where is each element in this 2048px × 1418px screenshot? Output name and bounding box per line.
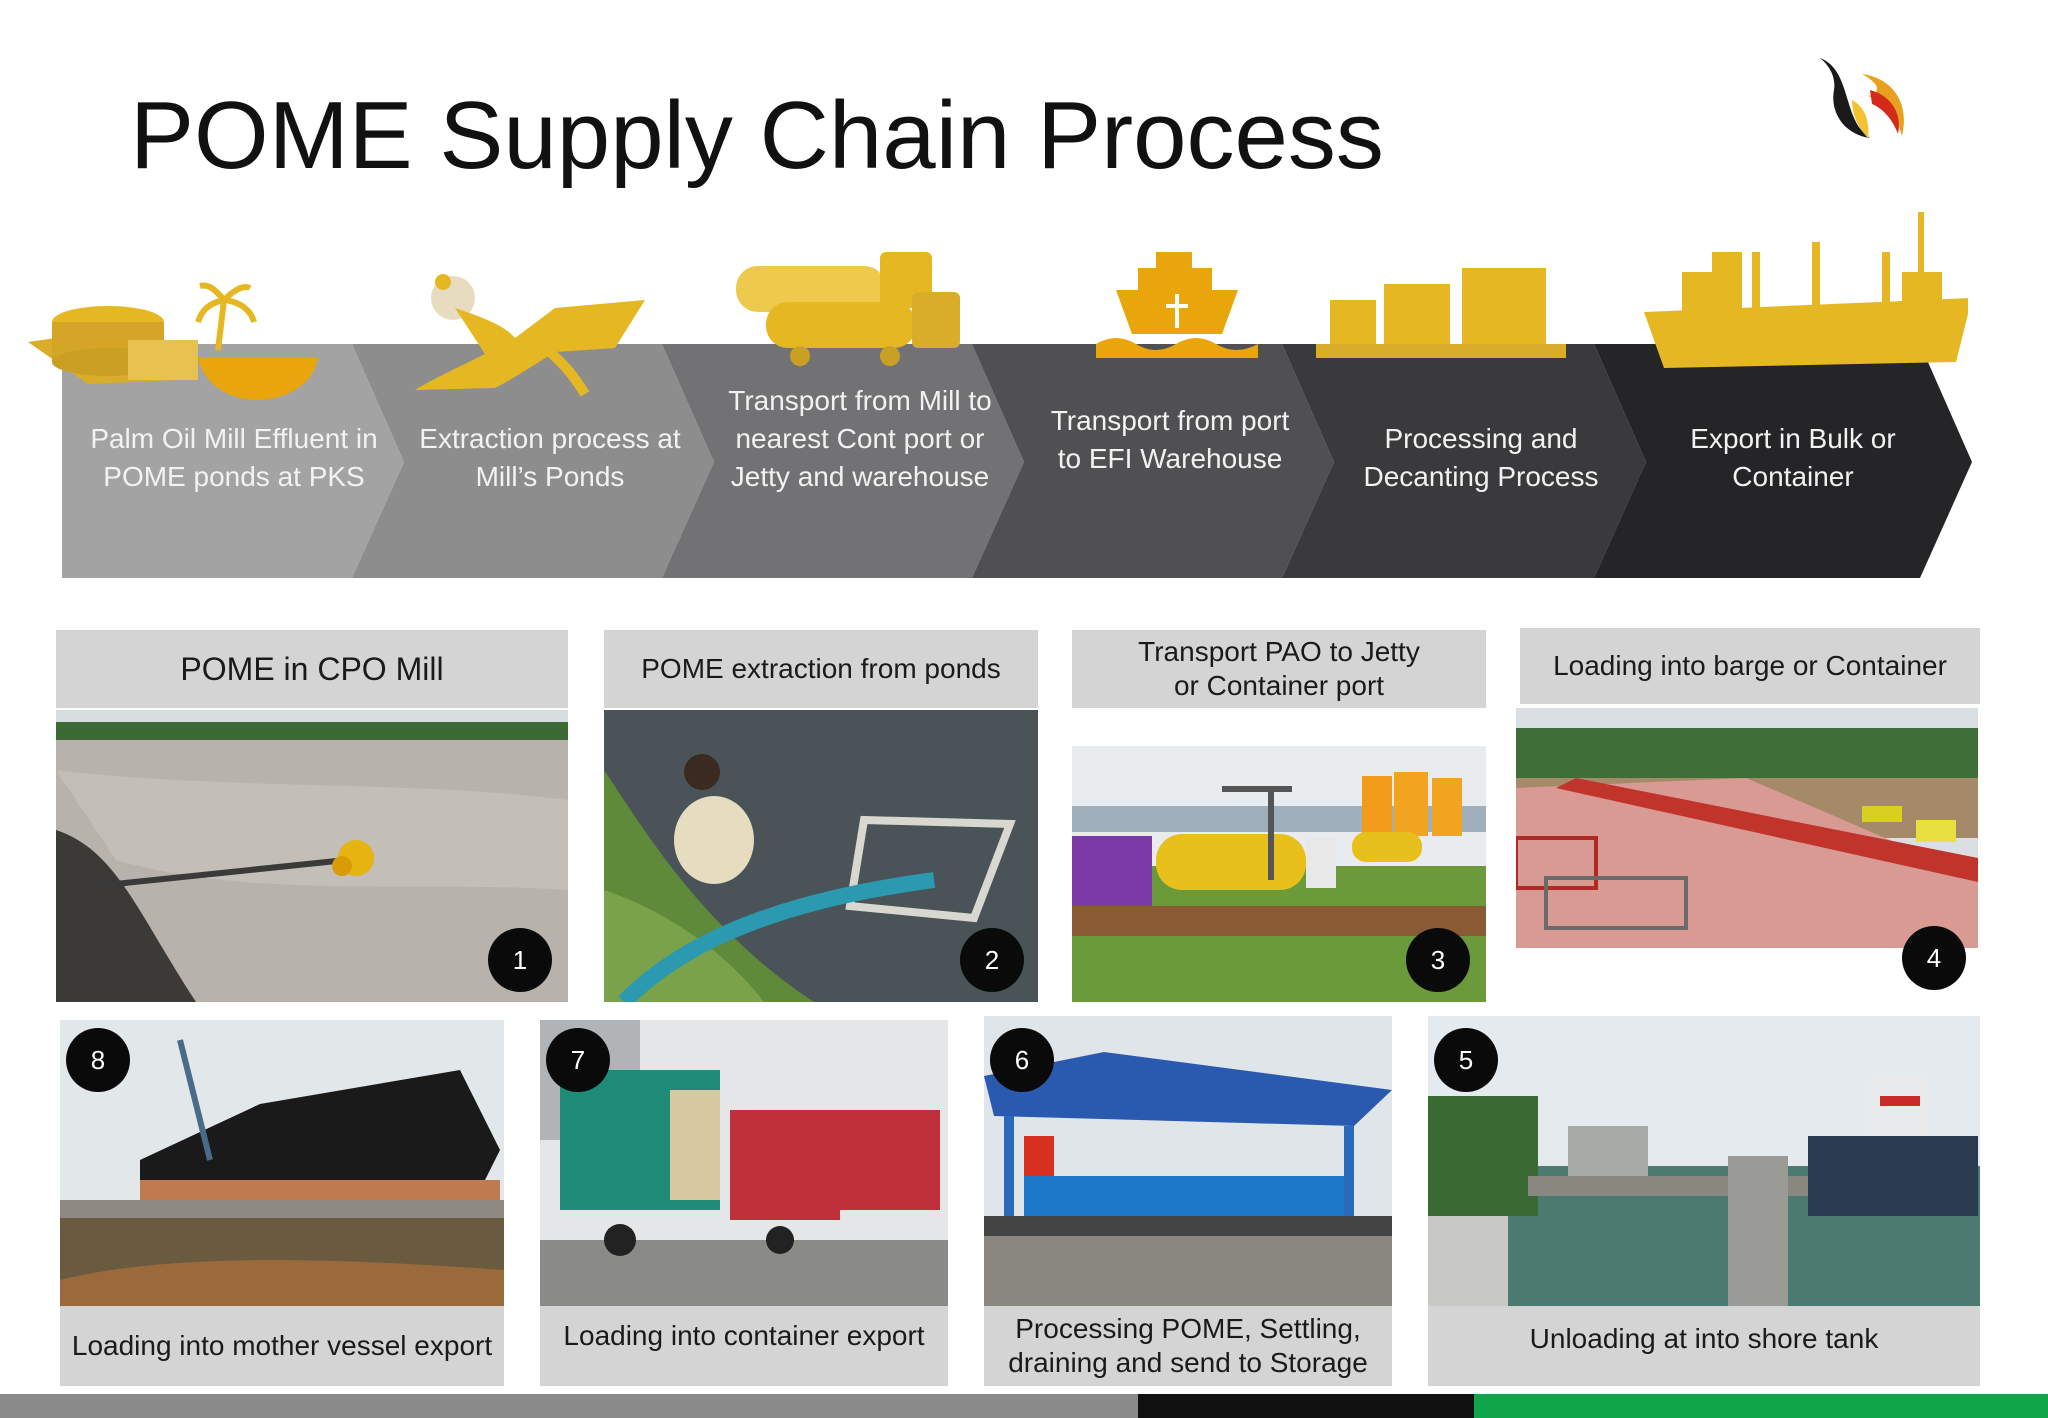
- pome-pond-photo: [56, 710, 568, 1002]
- step-3-label: Transport from Mill to nearest Cont port…: [728, 385, 992, 492]
- step-badge-8: 8: [66, 1028, 130, 1092]
- chevron-step-4: [972, 344, 1334, 578]
- photo-5-caption: Unloading at into shore tank: [1428, 1306, 1980, 1386]
- step-badge-1: 1: [488, 928, 552, 992]
- footer-color-bar: [0, 1394, 2048, 1418]
- photo-7-caption: Loading into container export: [540, 1306, 948, 1386]
- step-1-label: Palm Oil Mill Effluent in POME ponds at …: [90, 423, 378, 492]
- chevron-step-1: [62, 344, 404, 578]
- palm-extraction-icon: [415, 274, 645, 397]
- chevron-step-6: [1594, 344, 1972, 578]
- cargo-vessel-icon: [1644, 212, 1968, 368]
- ship-icon: [1096, 252, 1258, 358]
- tanker-truck-icon: [736, 252, 960, 366]
- photo-6-caption: Processing POME, Settling, draining and …: [984, 1306, 1392, 1386]
- step-badge-6: 6: [990, 1028, 1054, 1092]
- chevron-step-3: [662, 344, 1024, 578]
- tank-trucks-photo: [1072, 746, 1486, 1002]
- photo-3-caption: Transport PAO to Jetty or Container port: [1072, 630, 1486, 708]
- chevron-step-2: [352, 344, 714, 578]
- photo-8-caption: Loading into mother vessel export: [60, 1306, 504, 1386]
- mother-vessel-photo: [60, 1020, 504, 1306]
- step-badge-2: 2: [960, 928, 1024, 992]
- step-5-label: Processing and Decanting Process: [1363, 423, 1599, 492]
- photo-4-caption: Loading into barge or Container: [1520, 628, 1980, 704]
- jetty-unloading-photo: [1428, 1016, 1980, 1306]
- chevron-step-5: [1282, 344, 1646, 578]
- step-2-label: Extraction process at Mill’s Ponds: [419, 423, 681, 492]
- process-chevron-band: [62, 344, 1972, 578]
- step-badge-4: 4: [1902, 926, 1966, 990]
- step-badge-5: 5: [1434, 1028, 1498, 1092]
- storage-tanks-icon: [1316, 268, 1566, 358]
- page-title: POME Supply Chain Process: [130, 82, 1384, 189]
- mill-pond-icon: [28, 282, 318, 400]
- company-logo: [1820, 58, 1904, 138]
- step-4-label: Transport from port to EFI Warehouse: [1050, 405, 1290, 474]
- step-6-label: Export in Bulk or Container: [1690, 423, 1896, 492]
- barge-loading-photo: [1516, 708, 1978, 948]
- photo-2-caption: POME extraction from ponds: [604, 630, 1038, 708]
- step-badge-3: 3: [1406, 928, 1470, 992]
- step-badge-7: 7: [546, 1028, 610, 1092]
- photo-1-caption: POME in CPO Mill: [56, 630, 568, 708]
